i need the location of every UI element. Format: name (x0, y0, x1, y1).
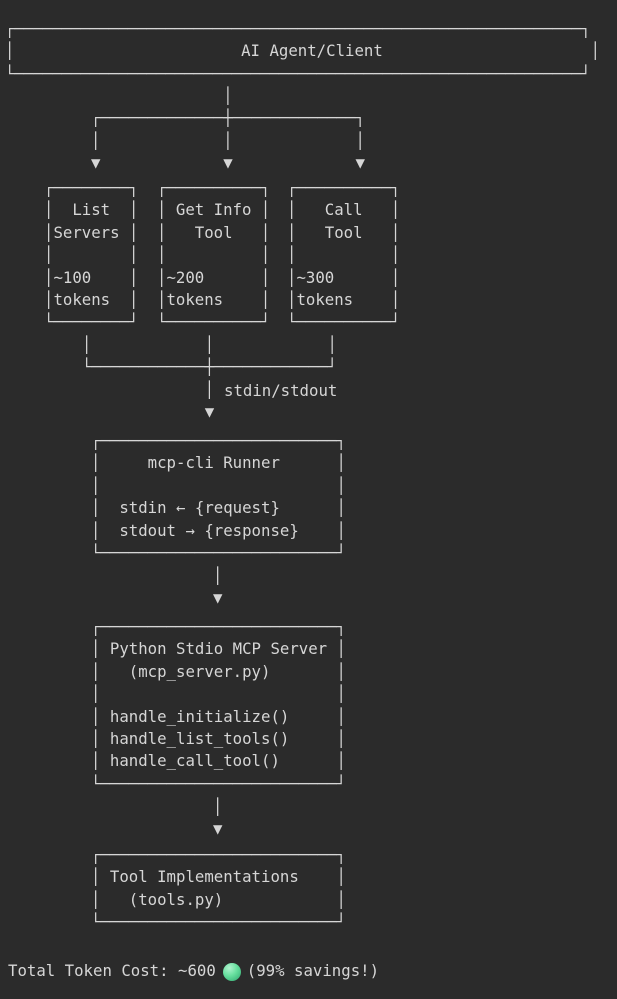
server-to-tools-arrow: │ ▼ (213, 797, 223, 839)
mcp-cli-runner-box: ┌─────────────────────────┐ │ mcp-cli Ru… (91, 431, 347, 563)
savings-text: (99% savings!) (246, 961, 380, 981)
total-token-cost-line: Total Token Cost: ~600 (99% savings!) (8, 960, 379, 983)
stdin-stdout-label: stdin/stdout (224, 381, 338, 400)
merge-connector: │ │ │ └────────────┼────────────┘ │ ▼ (82, 335, 338, 422)
python-stdio-mcp-server-box: ┌─────────────────────────┐ │ Python Std… (91, 617, 347, 793)
runner-to-server-arrow: │ ▼ (213, 566, 223, 608)
get-info-tool-box: ┌──────────┐ │ Get Info │ │ Tool │ │ │ │… (157, 178, 271, 332)
call-tool-box: ┌──────────┐ │ Call │ │ Tool │ │ │ │~300… (287, 178, 401, 332)
tool-implementations-box: ┌─────────────────────────┐ │ Tool Imple… (91, 845, 347, 932)
total-token-cost-text: Total Token Cost: ~600 (8, 961, 216, 981)
branch-connector: │ ┌─────────────┼─────────────┐ │ │ │ ▼ … (91, 86, 365, 173)
ai-agent-client-box: ┌───────────────────────────────────────… (5, 19, 601, 83)
list-servers-box: ┌────────┐ │ List │ │Servers │ │ │ │~100… (44, 178, 139, 332)
green-circle-icon (222, 962, 241, 981)
